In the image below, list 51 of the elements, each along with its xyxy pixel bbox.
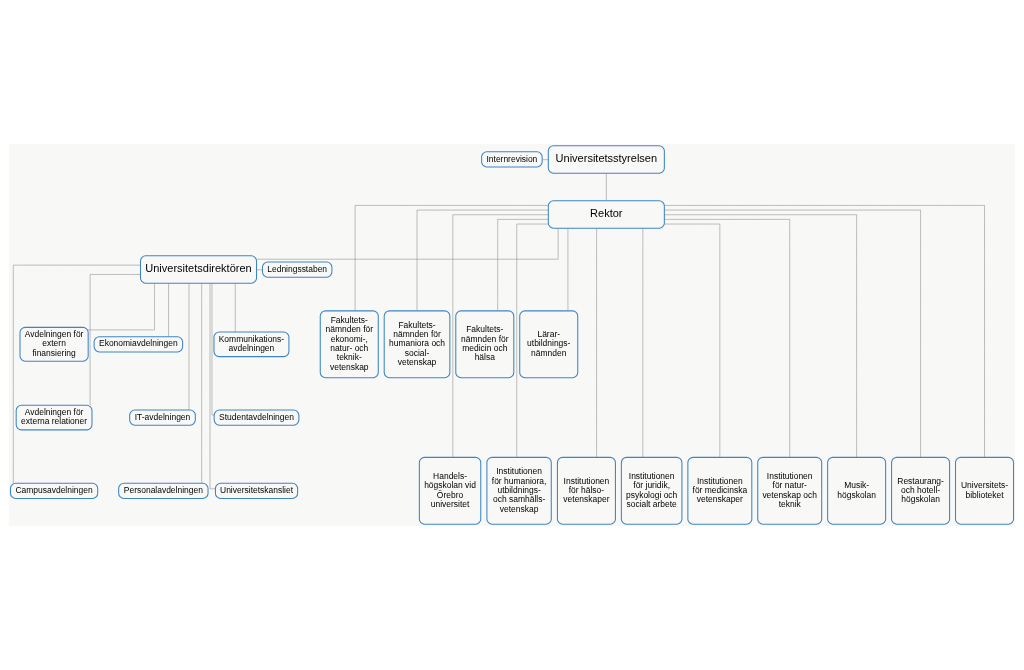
connector [642,228,644,458]
node-box: Institutionen för humaniora, utbildnings- och samhälls- vetenskap [486,456,552,525]
connector [201,283,202,484]
node-box: Fakultets- nämnden för humaniora och social- vetenskap [383,310,451,379]
node-box: Restaurang- och hotell- högskolan [891,456,951,525]
connector [664,223,721,458]
connector [542,159,549,160]
node-box: Lärar- utbildnings- nämnden [519,310,579,379]
node-box: Ekonomiavdelningen [93,336,184,353]
node-box: Personalavdelningen [118,482,209,499]
node-box: Universitetsstyrelsen [547,145,665,174]
node-box: Campusavdelningen [9,482,99,499]
node-box: Kommunikations- avdelningen [213,331,290,358]
connector [416,209,549,312]
connector [567,228,569,312]
node-box: Studentavdelningen [213,409,300,426]
connector [664,214,857,458]
connector [664,209,921,458]
connector [235,283,236,333]
node-box: Avdelningen för externa relationer [15,404,93,431]
node-box: Internrevision [481,151,543,168]
connector [168,283,169,337]
connector [497,219,549,312]
connector [87,283,155,331]
node-box: Institutionen för medicinska vetenskaper [687,456,753,525]
connector [89,274,141,406]
connector [211,283,215,416]
node-box: Institutionen för hälso- vetenskaper [556,456,616,525]
connector [188,283,190,411]
connector [664,219,790,458]
connector [209,283,216,489]
node-box: IT-avdelningen [129,409,196,426]
node-box: Fakultets- nämnden för ekonomi-, natur- och teknik- vetenskap [319,310,379,379]
node-box: Institutionen för juridik, psykologi och socialt arbete [620,456,683,525]
node-box: Universitetsdirektören [139,255,258,284]
node-box: Handels- högskolan vid Örebro universitet [418,456,482,525]
node-box: Universitets- biblioteket [955,456,1015,525]
connector [354,205,549,311]
node-box: Avdelningen för extern finansiering [19,326,89,362]
node-box: Musik- högskolan [827,456,887,525]
node-box: Universitetskansliet [214,482,299,499]
connector [256,269,263,271]
connector [664,205,985,458]
node-box: Institutionen för natur- vetenskap och teknik [757,456,823,525]
node-box: Rektor [547,200,665,229]
connector [596,228,597,458]
node-box: Ledningsstaben [261,261,333,278]
node-box: Fakultets- nämnden för medicin och hälsa [455,310,515,379]
connector [256,228,559,260]
connector [516,223,549,458]
connector [606,173,607,201]
